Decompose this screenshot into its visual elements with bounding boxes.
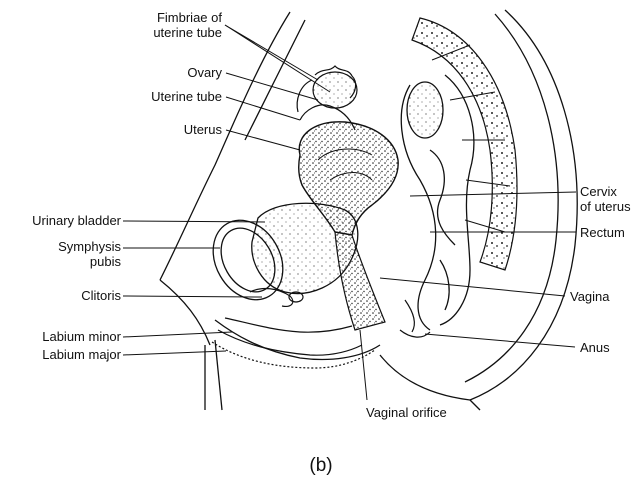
- anus-shape: [400, 300, 430, 337]
- label-cervix: Cervix of uterus: [580, 184, 631, 214]
- label-ovary: Ovary: [110, 65, 222, 80]
- label-rectum: Rectum: [580, 225, 625, 240]
- label-anus: Anus: [580, 340, 610, 355]
- rectum-shape: [401, 75, 474, 330]
- label-fimbriae-line2: uterine tube: [110, 25, 222, 40]
- label-clitoris: Clitoris: [0, 288, 121, 303]
- label-vagina: Vagina: [570, 289, 610, 304]
- label-uterine-tube: Uterine tube: [110, 89, 222, 104]
- figure-part-label: (b): [291, 455, 351, 477]
- label-symphysis-line1: Symphysis: [0, 239, 121, 254]
- vagina-shape: [335, 232, 385, 330]
- label-labium-minor: Labium minor: [0, 329, 121, 344]
- label-labium-major: Labium major: [0, 347, 121, 362]
- label-fimbriae: Fimbriae of uterine tube: [110, 10, 222, 40]
- label-symphysis-pubis: Symphysis pubis: [0, 239, 121, 269]
- label-urinary-bladder: Urinary bladder: [0, 213, 121, 228]
- ovary-tube-shape: [297, 66, 357, 130]
- label-fimbriae-line1: Fimbriae of: [110, 10, 222, 25]
- label-cervix-line1: Cervix: [580, 184, 631, 199]
- label-uterus: Uterus: [110, 122, 222, 137]
- label-vaginal-orifice: Vaginal orifice: [366, 405, 447, 420]
- label-cervix-line2: of uterus: [580, 199, 631, 214]
- label-symphysis-line2: pubis: [0, 254, 121, 269]
